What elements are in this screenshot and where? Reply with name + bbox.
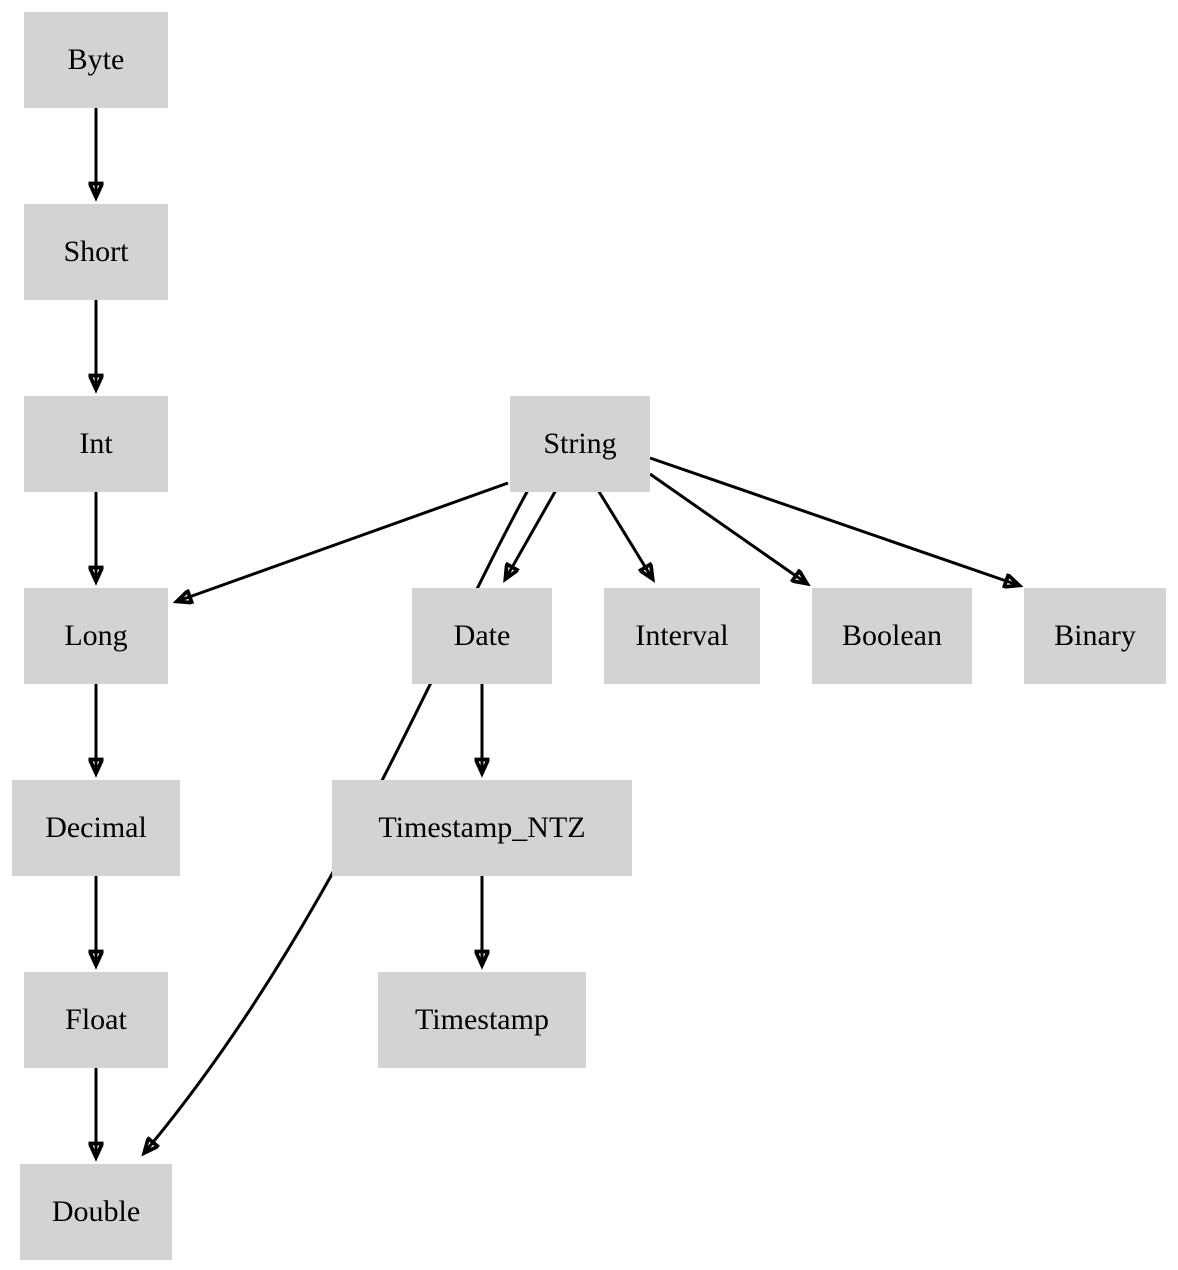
node-decimal: Decimal <box>12 780 180 876</box>
node-long: Long <box>24 588 168 684</box>
node-double: Double <box>20 1164 172 1260</box>
edge-string-boolean <box>649 472 806 583</box>
node-string: String <box>510 396 650 492</box>
node-interval: Interval <box>604 588 760 684</box>
node-timestamp: Timestamp <box>378 972 586 1068</box>
node-date: Date <box>412 588 552 684</box>
edge-string-binary <box>649 456 1018 585</box>
node-binary: Binary <box>1024 588 1166 684</box>
node-short: Short <box>24 204 168 300</box>
node-int: Int <box>24 396 168 492</box>
edge-string-date <box>506 489 558 578</box>
node-byte: Byte <box>24 12 168 108</box>
node-boolean: Boolean <box>812 588 972 684</box>
edge-string-interval <box>596 489 652 578</box>
edge-string-long <box>178 481 509 601</box>
node-float: Float <box>24 972 168 1068</box>
node-timestamp-ntz: Timestamp_NTZ <box>332 780 632 876</box>
